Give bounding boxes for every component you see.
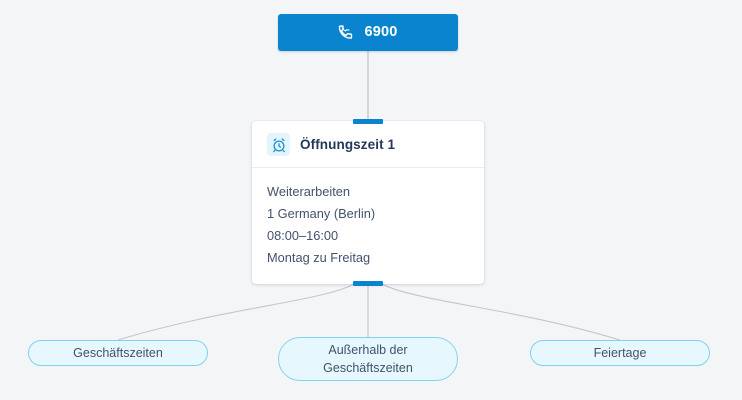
- card-header: Öffnungszeit 1: [252, 121, 484, 168]
- card-top-handle[interactable]: [353, 119, 383, 124]
- card-body: Weiterarbeiten 1 Germany (Berlin) 08:00–…: [252, 168, 484, 284]
- branch-pill-after-hours[interactable]: Außerhalb der Geschäftszeiten: [278, 337, 458, 381]
- phone-number-label: 6900: [364, 24, 398, 41]
- opening-hours-card[interactable]: Öffnungszeit 1 Weiterarbeiten 1 Germany …: [252, 119, 484, 286]
- phone-number-node[interactable]: 6900: [278, 14, 458, 51]
- card-bottom-handle[interactable]: [353, 281, 383, 286]
- branch-pill-business-hours[interactable]: Geschäftszeiten: [28, 340, 208, 366]
- branch-pill-holidays[interactable]: Feiertage: [530, 340, 710, 366]
- branch-pill-after-hours-line1: Außerhalb der: [328, 343, 408, 357]
- card-title: Öffnungszeit 1: [300, 137, 396, 152]
- card-line-timezone: 1 Germany (Berlin): [267, 206, 376, 221]
- card-line-mode: Weiterarbeiten: [267, 184, 350, 199]
- alarm-clock-icon: [267, 133, 290, 156]
- branch-pill-after-hours-line2: Geschäftszeiten: [323, 361, 413, 375]
- card-line-days: Montag zu Freitag: [267, 250, 371, 265]
- branch-pill-holidays-label: Feiertage: [593, 346, 647, 360]
- phone-icon: [338, 24, 355, 41]
- branch-pill-business-hours-label: Geschäftszeiten: [73, 346, 163, 360]
- branch-pill-after-hours-label: Außerhalb der Geschäftszeiten: [313, 341, 423, 377]
- card-line-hours: 08:00–16:00: [267, 228, 339, 243]
